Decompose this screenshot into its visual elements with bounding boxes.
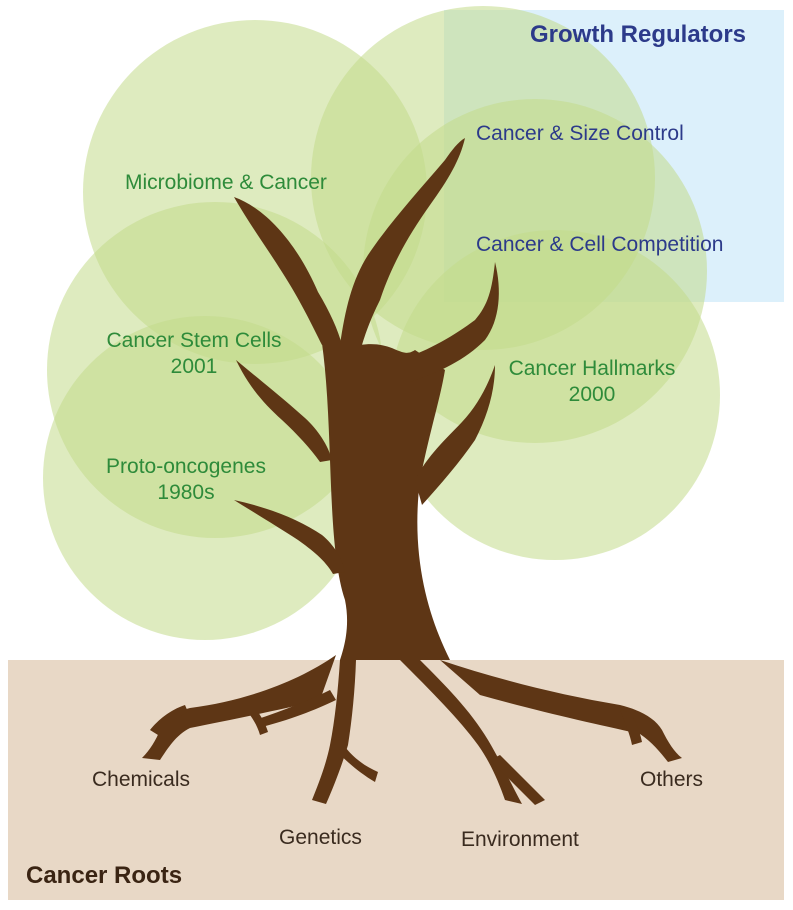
root-environment: Environment bbox=[461, 828, 579, 851]
branch-hallmarks-year: 2000 bbox=[568, 383, 616, 407]
regulator-cell-competition: Cancer & Cell Competition bbox=[476, 233, 724, 256]
branch-microbiome: Microbiome & Cancer bbox=[125, 171, 327, 194]
cancer-roots-title: Cancer Roots bbox=[26, 862, 183, 889]
branch-stem-cells: Cancer Stem Cells 2001 bbox=[94, 328, 294, 381]
branch-hallmarks: Cancer Hallmarks 2000 bbox=[492, 356, 692, 409]
root-genetics: Genetics bbox=[279, 826, 362, 849]
branch-stem-cells-year: 2001 bbox=[170, 355, 218, 379]
canopy-circle bbox=[43, 316, 367, 640]
regulator-size-control: Cancer & Size Control bbox=[476, 122, 684, 145]
branch-proto-oncogenes-year: 1980s bbox=[157, 481, 215, 505]
root-chemicals: Chemicals bbox=[92, 768, 191, 791]
branch-stem-cells-name: Cancer Stem Cells bbox=[106, 329, 282, 352]
soil-region bbox=[8, 660, 784, 900]
branch-hallmarks-name: Cancer Hallmarks bbox=[508, 357, 676, 380]
canopy-circle bbox=[390, 230, 720, 560]
tree-trunk bbox=[142, 138, 682, 805]
growth-regulators-title: Growth Regulators bbox=[530, 21, 747, 48]
branch-proto-oncogenes: Proto-oncogenes 1980s bbox=[86, 454, 286, 507]
branch-proto-oncogenes-name: Proto-oncogenes bbox=[106, 455, 266, 478]
root-others: Others bbox=[640, 768, 704, 791]
